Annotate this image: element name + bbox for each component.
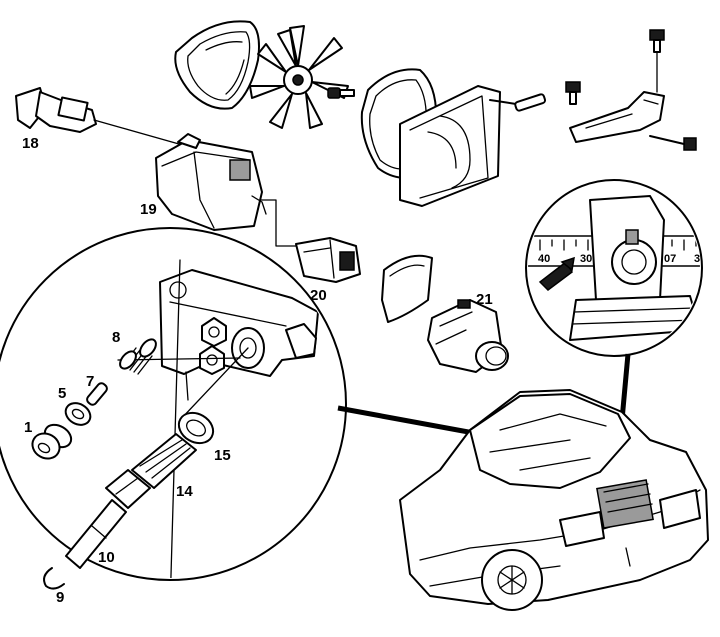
scale-mark-30: 30	[580, 253, 592, 265]
cooling-fan	[249, 25, 349, 129]
part-10-shaft	[65, 499, 127, 569]
part-7-pin	[86, 382, 108, 406]
label-part-20: 20	[310, 287, 327, 304]
label-part-5: 5	[58, 385, 66, 402]
part-18-sensor	[15, 87, 187, 147]
part-20-connector	[295, 237, 361, 283]
part-5-washer	[64, 402, 92, 426]
label-part-10: 10	[98, 549, 115, 566]
part-8-spring	[119, 338, 157, 375]
part-21-pump	[427, 299, 509, 373]
label-part-19: 19	[140, 201, 157, 218]
label-part-7: 7	[86, 373, 94, 390]
mounting-bolt-top	[649, 29, 665, 93]
label-part-8: 8	[112, 329, 120, 346]
car-front	[399, 389, 709, 611]
part-1-plug	[31, 423, 73, 460]
drive-belt	[174, 20, 260, 110]
scale-mark-40: 40	[538, 253, 550, 265]
part-15-seal-ring	[177, 411, 215, 445]
part-9-clip	[43, 567, 65, 590]
part-14-adjuster-body	[105, 433, 197, 509]
label-part-9: 9	[56, 589, 64, 606]
fan-shroud	[360, 68, 547, 207]
scale-mark-3: 3	[694, 253, 700, 265]
scale-mark-07: 07	[664, 253, 676, 265]
label-part-1: 1	[24, 419, 32, 436]
fan-bolt	[327, 87, 355, 99]
label-part-21: 21	[476, 291, 493, 308]
mounting-bracket	[565, 81, 697, 151]
label-part-14: 14	[176, 483, 193, 500]
detail-magnifier-left	[0, 227, 347, 581]
detail-magnifier-right: 40 30 07 3	[525, 179, 703, 357]
part-19-housing	[155, 133, 297, 247]
label-part-18: 18	[22, 135, 39, 152]
label-part-15: 15	[214, 447, 231, 464]
heat-shield	[381, 254, 433, 323]
